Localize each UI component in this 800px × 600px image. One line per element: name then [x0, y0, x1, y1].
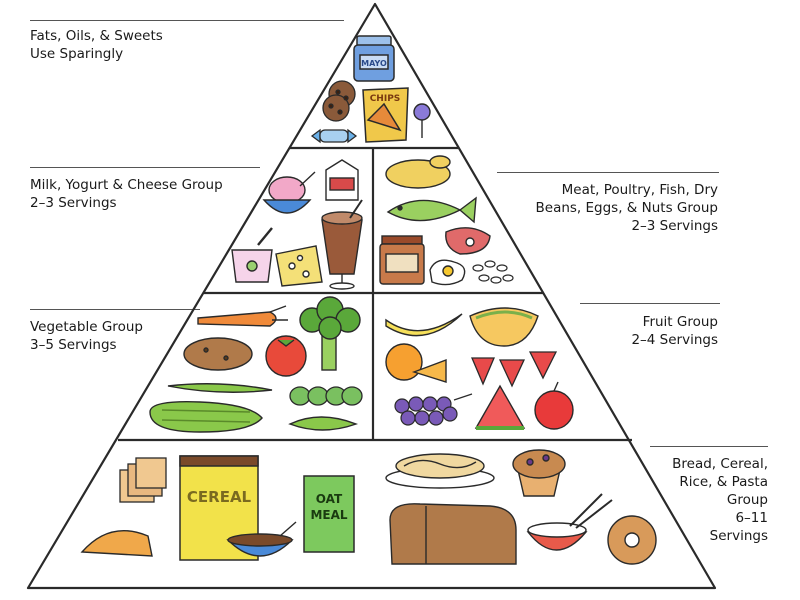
cookies-icon [322, 80, 356, 122]
bread-loaf-icon [389, 503, 517, 565]
pyramid-outline [26, 2, 717, 590]
oatmeal-box-icon [303, 475, 355, 553]
green-bean-icon [167, 383, 273, 393]
wrapped-candy-icon [310, 128, 358, 144]
vegetable-label-line2: 3–5 Servings [30, 337, 117, 353]
mayo-jar-icon [353, 35, 395, 82]
dairy-label-rule [30, 167, 260, 168]
meat-label-line1: Meat, Poultry, Fish, Dry [561, 182, 718, 198]
steak-icon [445, 227, 491, 255]
bagel-icon [607, 515, 657, 565]
dairy-label-line2: 2–3 Servings [30, 195, 117, 211]
meat-group-label: Meat, Poultry, Fish, Dry Beans, Eggs, & … [520, 181, 719, 235]
corn-cob-icon [149, 401, 263, 433]
muffin-icon [512, 449, 566, 497]
vegetable-label-line1: Vegetable Group [30, 319, 143, 335]
meal-label: MEAL [310, 508, 347, 522]
milkshake-icon [321, 199, 363, 290]
fruit-label-rule [580, 303, 720, 304]
meat-label-rule [497, 172, 719, 173]
fats-label-line1: Fats, Oils, & Sweets [30, 28, 163, 44]
grains-label-rule [650, 446, 768, 447]
fats-label-rule [30, 20, 344, 21]
ice-cream-bowl-icon [262, 171, 316, 214]
grains-group-label: Bread, Cereal, Rice, & Pasta Group 6–11 … [640, 455, 768, 545]
oat-label: OAT [316, 492, 343, 506]
chips-bag-icon [362, 87, 409, 143]
nuts-icon [472, 260, 514, 284]
fried-egg-icon [429, 259, 466, 286]
fruit-label-line2: 2–4 Servings [631, 332, 718, 348]
apple-icon [534, 381, 574, 430]
grains-label-line5: Servings [709, 528, 768, 544]
fats-label-line2: Use Sparingly [30, 46, 124, 62]
banana-icon [385, 313, 463, 337]
chips-label: CHIPS [370, 94, 401, 104]
strawberries-icon [471, 351, 558, 388]
pea-pod-icon [288, 416, 359, 431]
grains-label-line4: 6–11 [735, 510, 768, 526]
orange-icon [385, 343, 447, 383]
crackers-icon [119, 457, 167, 503]
meat-label-line3: 2–3 Servings [631, 218, 718, 234]
cereal-bowl-icon [226, 521, 297, 557]
watermelon-slice-icon [474, 384, 526, 430]
cheese-block-icon [275, 245, 323, 287]
cereal-label: CEREAL [187, 488, 252, 506]
roast-chicken-icon [385, 155, 451, 189]
fish-icon [386, 196, 477, 224]
broccoli-icon [299, 296, 361, 371]
cucumber-slices-icon [289, 386, 363, 406]
grapes-icon [394, 393, 473, 426]
grains-label-line1: Bread, Cereal, [672, 456, 768, 472]
milk-carton-icon [325, 159, 359, 201]
carrot-icon [197, 305, 288, 327]
fruit-group-label: Fruit Group 2–4 Servings [580, 313, 718, 349]
peanut-butter-jar-icon [379, 235, 425, 285]
fruit-label-line1: Fruit Group [642, 314, 718, 330]
grains-label-line3: Group [726, 492, 768, 508]
potato-icon [183, 337, 253, 371]
grains-label-line2: Rice, & Pasta [679, 474, 768, 490]
dairy-group-label: Milk, Yogurt & Cheese Group 2–3 Servings [30, 176, 223, 212]
fats-oils-sweets-label: Fats, Oils, & Sweets Use Sparingly [30, 27, 163, 63]
tomato-icon [265, 335, 307, 377]
meat-label-line2: Beans, Eggs, & Nuts Group [535, 200, 719, 216]
dairy-label-line1: Milk, Yogurt & Cheese Group [30, 177, 223, 193]
lollipop-icon [413, 103, 431, 138]
taco-icon [80, 529, 153, 557]
vegetable-label-rule [30, 309, 200, 310]
mayo-label: MAYO [361, 59, 387, 68]
rice-bowl-icon [526, 493, 613, 551]
vegetable-group-label: Vegetable Group 3–5 Servings [30, 318, 143, 354]
cantaloupe-slice-icon [469, 307, 539, 347]
spaghetti-plate-icon [385, 453, 495, 489]
yogurt-cup-icon [231, 227, 273, 283]
